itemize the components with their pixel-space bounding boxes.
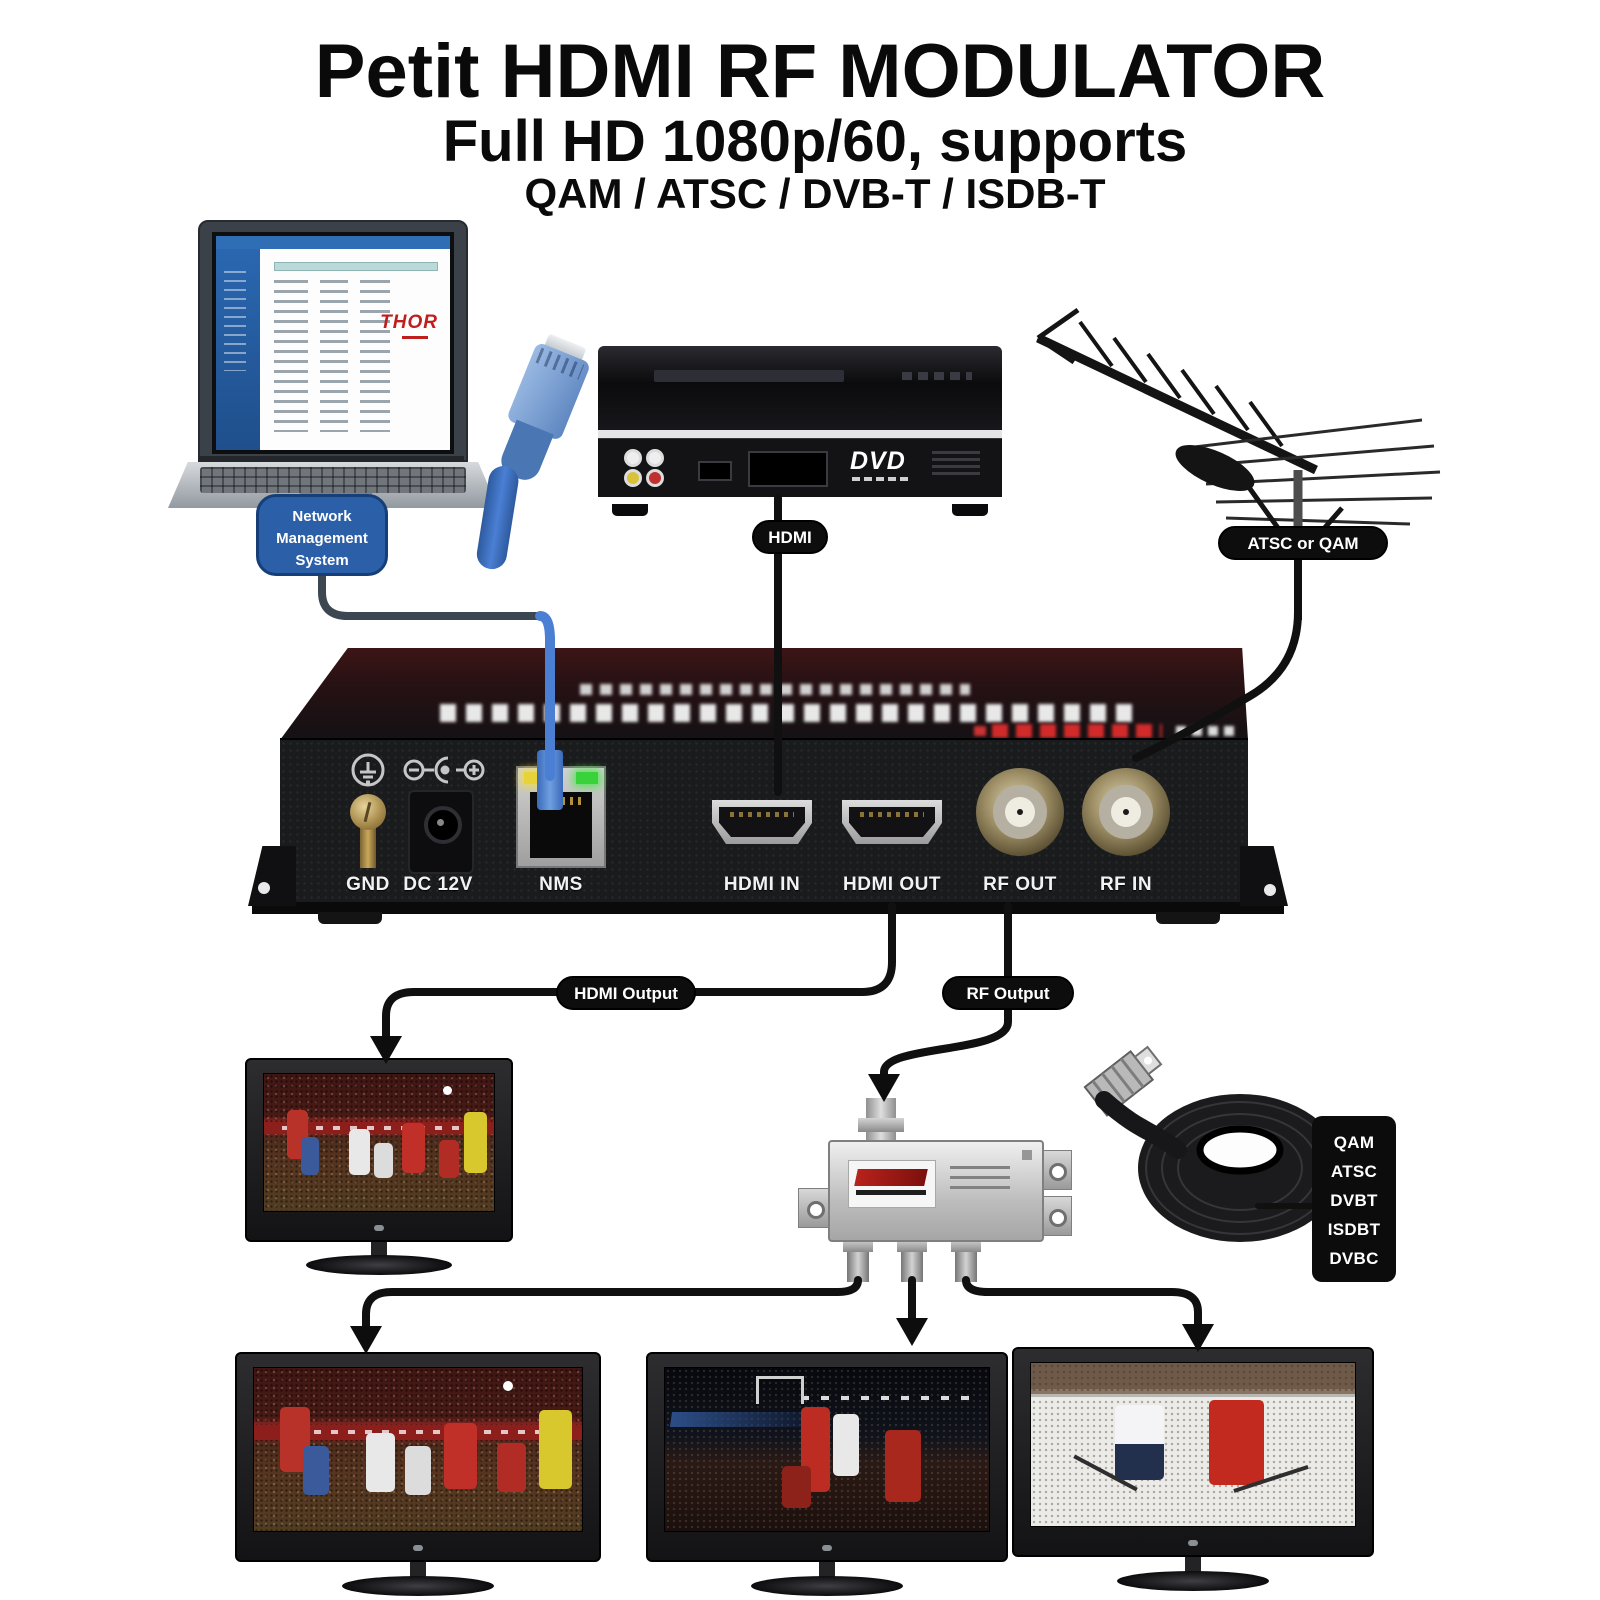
modulator-base [252,902,1284,914]
standards-box: QAM ATSC DVBT ISDBT DVBC [1312,1116,1396,1282]
coax-cable [1095,1091,1187,1159]
window-sidebar [216,249,260,450]
page-subtitle: Full HD 1080p/60, supports [442,109,1188,174]
hdmi-label-pill: HDMI [752,520,828,554]
dc-power-jack [408,790,474,874]
gnd-screw-terminal [350,794,386,830]
port-label-gnd: GND [346,874,390,895]
ethernet-cable [535,611,555,781]
port-label-hdmi-in: HDMI IN [723,874,801,895]
window-table [274,262,438,438]
laptop-screen: THOR [212,232,454,454]
splitter-output-1 [843,1238,873,1282]
table-header [274,262,438,271]
arrow-down-icon [1182,1324,1214,1352]
tv-screen-soccer [263,1073,495,1212]
hdmi-in-port [712,800,812,844]
standard-item: QAM [1333,1133,1375,1152]
rf-splitter [828,1140,1044,1242]
antenna-cable [1132,556,1302,762]
dvd-player: DVD [598,346,1002,516]
thor-logo: THOR [380,312,438,339]
nms-software-window: THOR [216,236,450,450]
tv-bottom-center [646,1352,1008,1596]
standard-item: DVBC [1329,1249,1379,1268]
dvd-player-top [598,346,1002,430]
page-title: Petit HDMI RF MODULATOR [314,29,1326,114]
arrow-heads [350,1036,1214,1354]
arrow-down-icon [350,1326,382,1354]
tv-hdmi-output [245,1058,513,1275]
window-titlebar [216,236,450,249]
device-foot [1156,912,1220,924]
hdmi-out-port [842,800,942,844]
arrow-down-icon [896,1318,928,1346]
ground-symbol-icon [351,753,385,787]
laptop-keyboard [168,462,498,508]
arrow-down-icon [868,1074,900,1102]
splitter-output-3 [951,1238,981,1282]
modulator-top-face [280,648,1248,740]
port-label-rf-out: RF OUT [983,874,1057,895]
laptop: THOR [198,220,468,462]
port-label-nms: NMS [539,874,583,895]
hdmi-output-cable [382,902,896,1044]
port-label-rf-in: RF IN [1099,874,1153,895]
cables [318,494,1317,1334]
tv-bottom-left [235,1352,601,1596]
splitter-logo [848,1160,936,1208]
nms-callout: Network Management System [256,494,388,576]
tv-bottom-right [1012,1347,1374,1591]
nms-led-green [576,772,598,784]
device-foot [318,912,382,924]
dc-polarity-icon [403,756,485,784]
tv-antenna-icon [1036,307,1441,620]
standard-item: DVBT [1330,1191,1378,1210]
arrow-down-icon [370,1036,402,1064]
splitter-cable-left [362,1276,862,1334]
rf-output-cable [880,902,1012,1084]
dvd-player-rear-panel: DVD [598,438,1002,497]
rf-output-label-pill: RF Output [942,976,1074,1010]
tv-screen-hockey [1030,1362,1356,1527]
tv-screen-basketball [664,1367,990,1532]
laptop-hinge [198,456,464,464]
splitter-cable-right [962,1276,1202,1332]
rf-in-connector [1082,768,1170,856]
port-label-dc12v: DC 12V [403,874,473,895]
splitter-output-2 [897,1238,927,1282]
tv-screen-soccer [253,1367,583,1532]
dvd-logo: DVD [850,447,906,475]
standard-item: ATSC [1330,1162,1378,1181]
supported-standards-line: QAM / ATSC / DVB-T / ISDB-T [524,170,1106,217]
hdmi-output-label-pill: HDMI Output [556,976,696,1010]
port-label-hdmi-out: HDMI OUT [843,874,941,895]
rf-out-connector [976,768,1064,856]
atsc-qam-label-pill: ATSC or QAM [1218,526,1388,560]
standard-item: ISDBT [1327,1220,1381,1239]
